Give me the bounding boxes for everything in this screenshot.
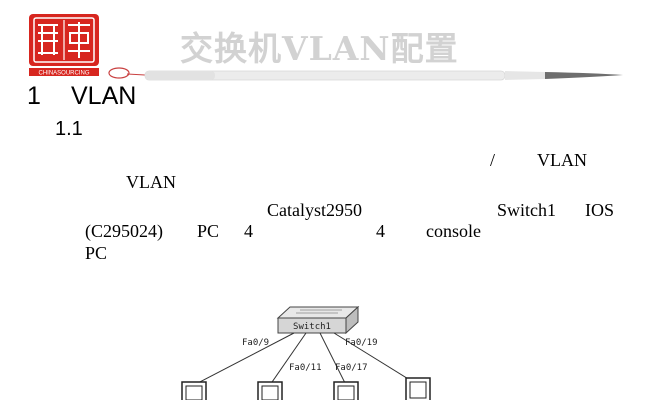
ios-version: (C295024) (85, 221, 163, 241)
pc-label-wrap: PC (85, 243, 108, 263)
pc-icon (181, 381, 207, 403)
port-label-fa0-11: Fa0/11 (289, 363, 322, 373)
switch-name: Switch1 (497, 200, 557, 220)
ios-label: IOS (585, 200, 615, 220)
switch-icon: Switch1 (276, 305, 360, 335)
port-label-fa0-19: Fa0/19 (345, 338, 378, 348)
page-title: 交换机VLAN配置 (180, 29, 459, 68)
brush-decoration (105, 62, 625, 88)
switch-label: Switch1 (293, 322, 331, 332)
paragraph1-vlan-wrap: VLAN (126, 172, 176, 192)
pc-label: PC (197, 221, 220, 241)
paragraph1-vlan: VLAN (537, 150, 587, 170)
port-label-fa0-9: Fa0/9 (242, 338, 269, 348)
paragraph1-slash: / (490, 150, 496, 170)
pc-icon (405, 377, 431, 403)
switch-model: Catalyst2950 (267, 200, 362, 220)
chinasourcing-logo: CHINASOURCING (28, 13, 100, 77)
svg-text:CHINASOURCING: CHINASOURCING (38, 71, 89, 77)
subsection-number: 1.1 (55, 118, 83, 140)
pc-icon (257, 381, 283, 403)
pc-count: 4 (244, 221, 253, 241)
console-count: 4 (376, 221, 385, 241)
section-heading: 1 VLAN (27, 82, 136, 111)
network-topology-diagram: Switch1 Fa0/9 Fa0/11 Fa0/17 Fa0/19 (170, 300, 470, 403)
section-title: VLAN (71, 82, 137, 110)
pc-icon (333, 381, 359, 403)
section-number: 1 (27, 82, 41, 110)
port-label-fa0-17: Fa0/17 (335, 363, 368, 373)
console-label: console (426, 221, 481, 241)
